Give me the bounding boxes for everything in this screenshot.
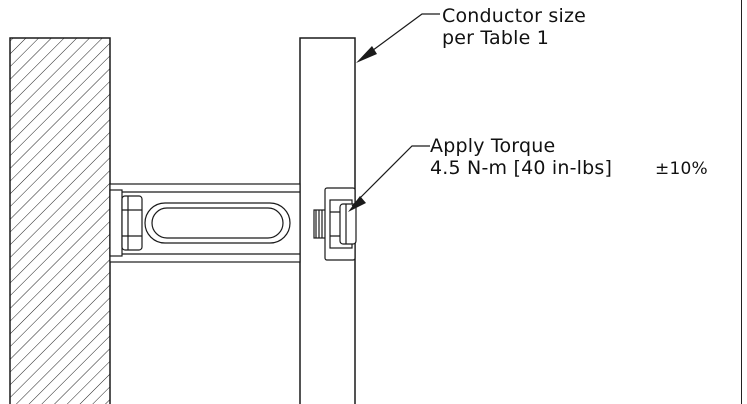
leader-arrowhead-torque [348,196,366,212]
torque-callout-line2: 4.5 N-m [40 in-lbs] [430,157,613,179]
torque-tolerance: ±10% [655,159,708,179]
conductor-callout-line2: per Table 1 [442,27,550,49]
leader-arrowhead-conductor [356,46,377,63]
torque-callout-line1: Apply Torque [430,135,556,157]
conductor-callout-line1: Conductor size [442,5,587,27]
hatched-mounting-wall [9,37,111,404]
drawing-frame-border [741,0,747,404]
leader-torque [351,145,430,207]
bolt-assembly [313,187,357,261]
leader-conductor [364,13,440,57]
wall-side-hex-nut [109,189,143,257]
